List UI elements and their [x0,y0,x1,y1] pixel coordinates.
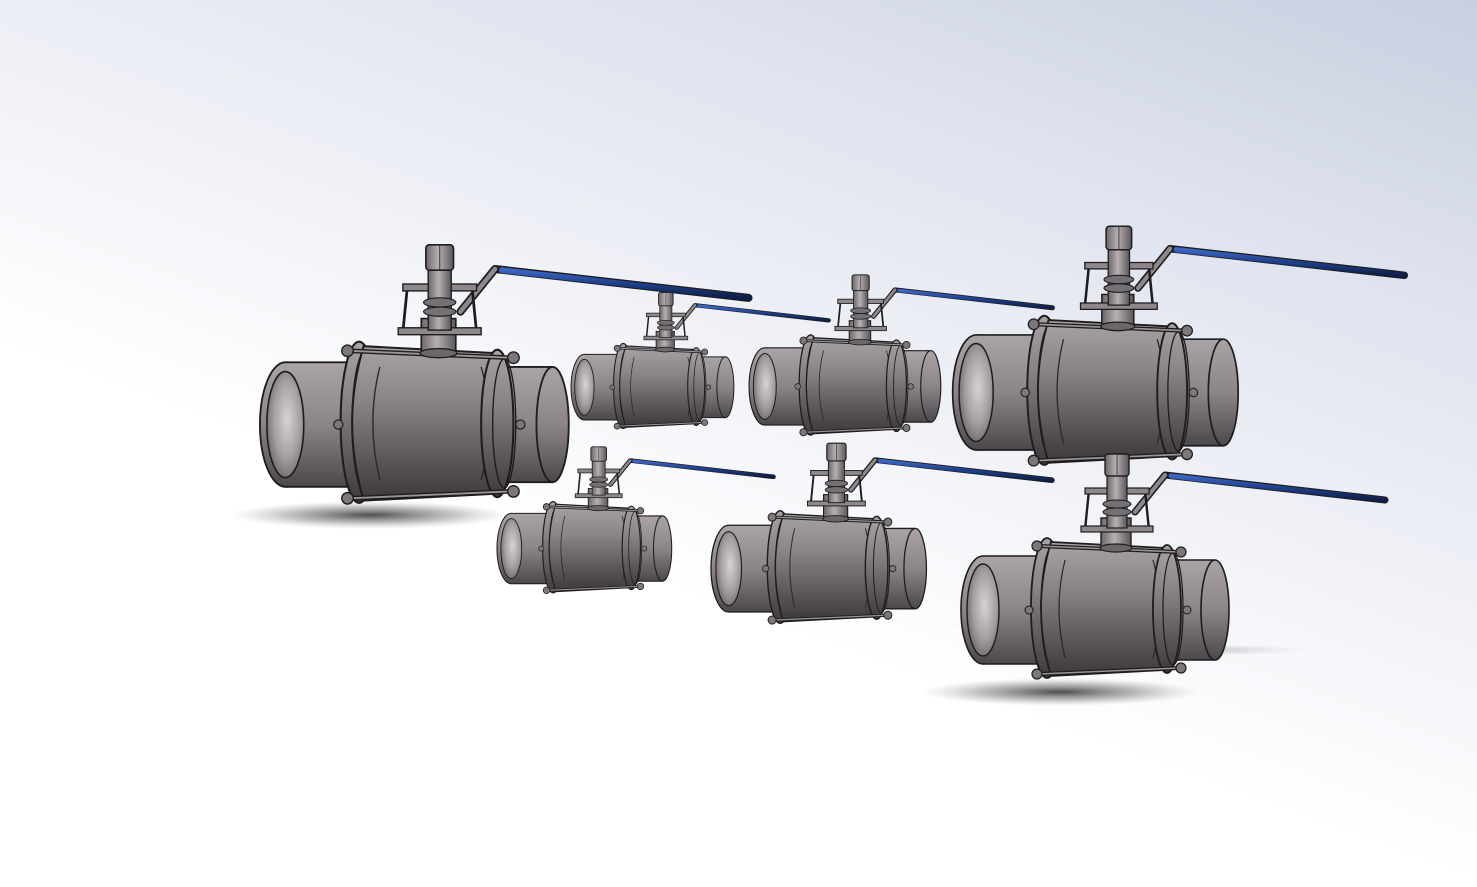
ball-valve-icon[interactable] [961,454,1385,679]
ball-valve-icon[interactable] [953,226,1405,466]
